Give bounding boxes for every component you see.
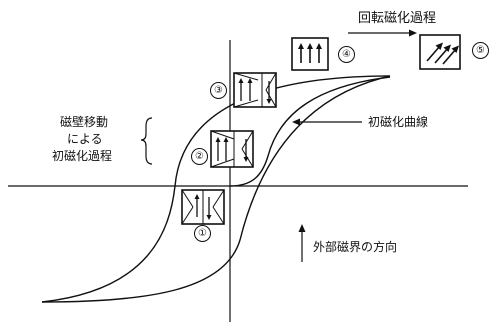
domain-box-4 xyxy=(292,38,328,70)
domain-box-3 xyxy=(234,73,276,107)
wall-motion-bracket xyxy=(141,118,152,164)
wall-motion-label-line1: 磁壁移動 xyxy=(60,115,108,129)
domain-box-1 xyxy=(182,190,224,224)
marker-2: ② xyxy=(191,148,208,165)
hysteresis-loop-upper-branch xyxy=(42,76,390,302)
domain-box-2 xyxy=(211,131,253,167)
field-direction-arrow-head xyxy=(299,224,306,232)
wall-motion-label-line2: による xyxy=(67,132,103,146)
initial-curve-label: 初磁化曲線 xyxy=(368,115,428,129)
marker-4: ④ xyxy=(338,46,355,63)
marker-5: ⑤ xyxy=(472,42,489,59)
rotation-process-label: 回転磁化過程 xyxy=(358,12,436,26)
domain-box-5 xyxy=(420,35,460,69)
initial-curve-pointer-head xyxy=(292,119,300,126)
rotation-arrow-head xyxy=(409,30,417,37)
field-direction-label: 外部磁界の方向 xyxy=(313,240,397,254)
hysteresis-loop-lower-branch xyxy=(42,76,390,302)
marker-1: ① xyxy=(194,225,211,242)
wall-motion-label-line3: 初磁化過程 xyxy=(52,149,112,163)
marker-3: ③ xyxy=(210,82,227,99)
